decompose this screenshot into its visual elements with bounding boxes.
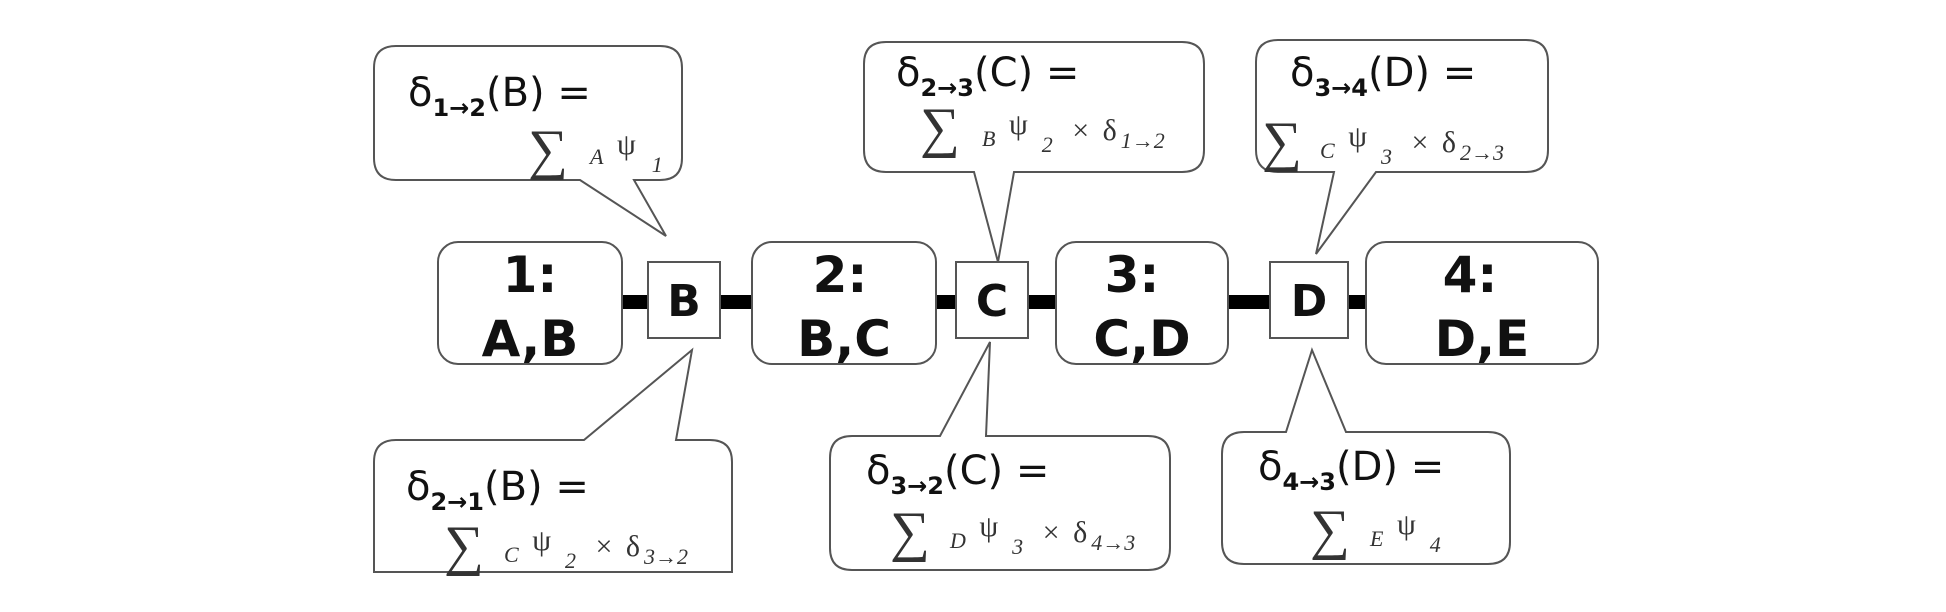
message-2-to-1-times: × <box>595 530 612 563</box>
message-2-to-1-delta2-sub: 3→2 <box>643 544 688 569</box>
clique-1-number: 1: <box>503 246 558 304</box>
message-3-to-2-times: × <box>1043 516 1060 549</box>
message-2-to-1-sum-var: C <box>504 542 519 567</box>
message-4-to-3: δ4→3(D) = ∑ E ψ4 <box>1258 444 1444 561</box>
message-4-to-3-delta: δ <box>1258 444 1282 490</box>
message-2-to-3-times: × <box>1072 114 1089 147</box>
clique-2-number: 2: <box>813 246 868 304</box>
clique-box-4 <box>1365 241 1599 365</box>
clique-3-vars: C,D <box>1093 310 1190 368</box>
message-2-to-1-psi-sub: 2 <box>565 548 576 573</box>
callout-bubble-3-to-4 <box>1255 39 1549 255</box>
message-2-to-1-delta2: δ <box>626 530 640 563</box>
message-1-to-2-sub: 1→2 <box>432 94 486 122</box>
message-2-to-3-delta2: δ <box>1103 114 1117 147</box>
callout-bubble-2-to-1 <box>373 347 733 573</box>
callout-bubble-4-to-3 <box>1221 347 1511 565</box>
separator-label-C: C <box>976 276 1008 327</box>
clique-2-vars: B,C <box>797 310 891 368</box>
message-3-to-4-delta2: δ <box>1442 126 1456 159</box>
message-1-to-2-psi-sub: 1 <box>652 152 663 177</box>
message-1-to-2-psi: ψ <box>617 128 636 161</box>
message-1-to-2: δ1→2(B) = ∑ A ψ1 <box>408 70 663 181</box>
message-3-to-2-psi: ψ <box>979 510 998 543</box>
separator-label-B: B <box>667 276 701 327</box>
message-2-to-3-sub: 2→3 <box>920 74 974 102</box>
message-4-to-3-sigma: ∑ <box>1310 499 1350 561</box>
message-3-to-2-psi-sub: 3 <box>1011 534 1023 559</box>
message-3-to-4-sub: 3→4 <box>1314 74 1368 102</box>
message-4-to-3-psi-sub: 4 <box>1430 532 1441 557</box>
message-3-to-2-delta2: δ <box>1073 516 1087 549</box>
message-1-to-2-header: δ1→2(B) = <box>408 70 591 122</box>
clique-box-3 <box>1055 241 1229 365</box>
message-2-to-3-psi: ψ <box>1009 108 1028 141</box>
message-2-to-1-delta: δ <box>406 464 430 510</box>
message-2-to-3-arg: (C) = <box>974 50 1079 96</box>
callout-bubble-1-to-2 <box>373 45 683 237</box>
message-4-to-3-formula: E ψ4 <box>1369 508 1441 557</box>
message-4-to-3-sub: 4→3 <box>1282 468 1336 496</box>
separator-box-C <box>955 261 1029 339</box>
message-2-to-3-psi-sub: 2 <box>1042 132 1053 157</box>
message-3-to-4-sigma: ∑ <box>1262 111 1302 173</box>
message-4-to-3-sum-var: E <box>1369 526 1384 551</box>
message-2-to-1-sub: 2→1 <box>430 488 484 516</box>
message-2-to-3-delta2-sub: 1→2 <box>1121 128 1165 153</box>
message-2-to-3-delta: δ <box>896 50 920 96</box>
message-3-to-4-sum-var: C <box>1320 138 1335 163</box>
message-3-to-2-header: δ3→2(C) = <box>866 448 1049 500</box>
callout-bubble-3-to-2 <box>829 341 1171 571</box>
message-4-to-3-arg: (D) = <box>1336 444 1444 490</box>
message-2-to-3-sum-var: B <box>982 126 995 151</box>
message-2-to-3-header: δ2→3(C) = <box>896 50 1079 102</box>
message-3-to-4-times: × <box>1411 126 1428 159</box>
clique-4-number: 4: <box>1443 246 1498 304</box>
message-4-to-3-psi: ψ <box>1397 508 1416 541</box>
message-3-to-2-arg: (C) = <box>944 448 1049 494</box>
separator-label-D: D <box>1291 276 1328 327</box>
message-3-to-4-header: δ3→4(D) = <box>1290 50 1476 102</box>
message-4-to-3-header: δ4→3(D) = <box>1258 444 1444 496</box>
message-3-to-4-arg: (D) = <box>1368 50 1476 96</box>
message-3-to-4-delta: δ <box>1290 50 1314 96</box>
message-2-to-1-header: δ2→1(B) = <box>406 464 589 516</box>
message-3-to-2-sum-var: D <box>949 528 966 553</box>
message-1-to-2-arg: (B) = <box>486 70 591 116</box>
message-2-to-1-sigma: ∑ <box>444 515 484 577</box>
message-2-to-3-sigma: ∑ <box>920 97 960 159</box>
callout-bubble-2-to-3 <box>863 41 1205 263</box>
message-1-to-2-sigma: ∑ <box>528 119 568 181</box>
message-3-to-4-psi-sub: 3 <box>1380 144 1392 169</box>
separator-box-D <box>1269 261 1349 339</box>
message-3-to-2-sigma: ∑ <box>890 501 930 563</box>
clique-box-1 <box>437 241 623 365</box>
message-3-to-4-psi: ψ <box>1348 120 1367 153</box>
message-3-to-2-delta2-sub: 4→3 <box>1091 530 1135 555</box>
clique-3-number: 3: <box>1105 246 1160 304</box>
message-2-to-1-psi: ψ <box>532 524 551 557</box>
clique-4-vars: D,E <box>1435 310 1530 368</box>
clique-box-2 <box>751 241 937 365</box>
message-3-to-2-delta: δ <box>866 448 890 494</box>
message-1-to-2-delta: δ <box>408 70 432 116</box>
message-2-to-1-arg: (B) = <box>484 464 589 510</box>
message-1-to-2-sum-var: A <box>588 144 604 169</box>
message-3-to-4-delta2-sub: 2→3 <box>1460 140 1504 165</box>
separator-box-B <box>647 261 721 339</box>
message-1-to-2-formula: A ψ1 <box>588 128 663 177</box>
message-3-to-2-sub: 3→2 <box>890 472 944 500</box>
clique-1-vars: A,B <box>482 310 579 368</box>
